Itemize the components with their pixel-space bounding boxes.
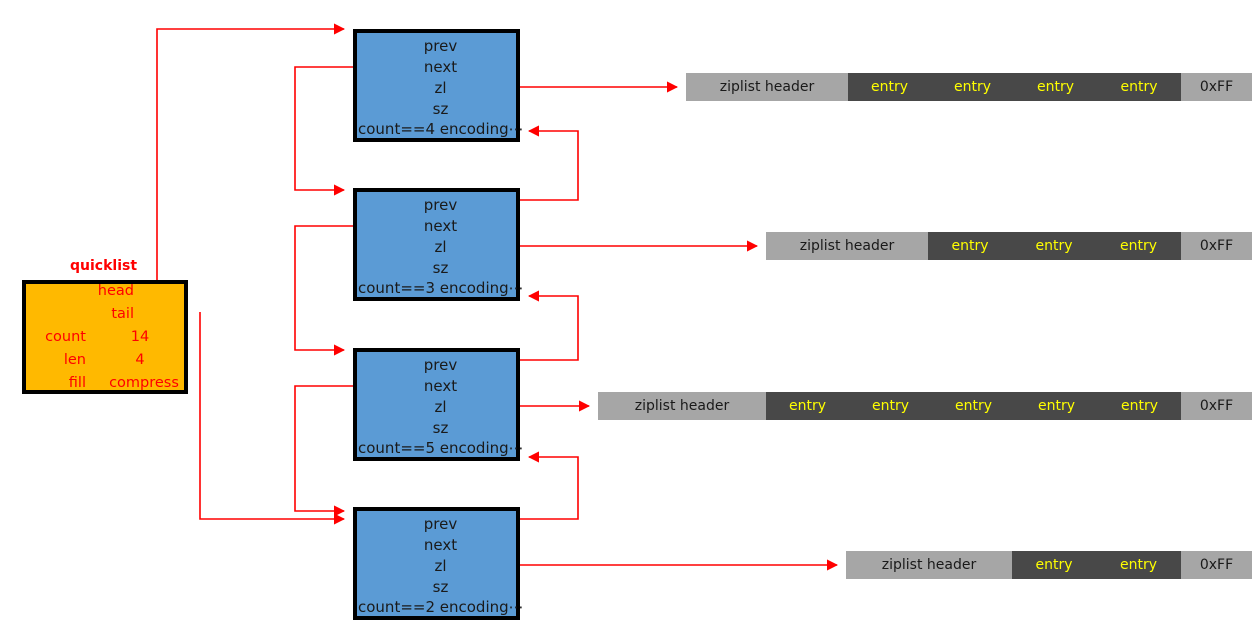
ziplist-1-entry-4: entry: [1097, 73, 1181, 101]
quicklist-field-fill-key: fill: [68, 375, 86, 391]
ziplist-2-entry-2: entry: [1012, 232, 1096, 260]
node-1-field-zl: zl: [434, 79, 447, 97]
ziplist-4-end-marker: 0xFF: [1181, 551, 1252, 579]
quicklist-field-compress-value: compress: [109, 375, 179, 391]
ziplist-4-header: ziplist header: [846, 551, 1012, 579]
ziplist-3-entry-1: entry: [766, 392, 849, 420]
node-4-field-zl: zl: [434, 557, 447, 575]
quicklist-field-len-key: len: [63, 352, 86, 368]
ziplist-4-entry-2: entry: [1096, 551, 1181, 579]
node-2-field-next: next: [423, 217, 458, 235]
ziplist-3-entry-4: entry: [1015, 392, 1098, 420]
quicklist-field-head: head: [97, 283, 134, 299]
ziplist-3: ziplist header entry entry entry entry e…: [598, 392, 1252, 420]
quicklist-field-count-key: count: [45, 329, 86, 345]
node-1-field-next: next: [423, 58, 458, 76]
wire-tail-to-node4: [199, 312, 346, 525]
ziplist-1-header: ziplist header: [686, 73, 848, 101]
quicklist-title: quicklist: [70, 258, 138, 274]
quicklist-struct-box: [22, 280, 188, 394]
quicklist-node-1: prev next zl sz count==4 encoding⋯: [353, 29, 524, 142]
node-4-footer-count-encoding: count==2 encoding⋯: [358, 598, 524, 616]
ziplist-2: ziplist header entry entry entry 0xFF: [766, 232, 1252, 260]
ziplist-3-end-marker: 0xFF: [1181, 392, 1252, 420]
ziplist-2-entry-1: entry: [928, 232, 1012, 260]
quicklist-node-2: prev next zl sz count==3 encoding⋯: [353, 188, 524, 301]
ziplist-1: ziplist header entry entry entry entry 0…: [686, 73, 1252, 101]
quicklist-field-count-value: 14: [130, 329, 150, 345]
ziplist-2-header: ziplist header: [766, 232, 928, 260]
quicklist-field-tail: tail: [111, 306, 134, 322]
node-3-field-prev: prev: [423, 356, 458, 374]
quicklist-node-4: prev next zl sz count==2 encoding⋯: [353, 507, 524, 620]
node-1-field-sz: sz: [432, 100, 449, 118]
node-4-field-next: next: [423, 536, 458, 554]
ziplist-3-header: ziplist header: [598, 392, 766, 420]
ziplist-1-entry-3: entry: [1014, 73, 1097, 101]
ziplist-4-entry-1: entry: [1012, 551, 1096, 579]
node-3-field-sz: sz: [432, 419, 449, 437]
node-2-field-prev: prev: [423, 196, 458, 214]
ziplist-1-entry-2: entry: [931, 73, 1014, 101]
node-3-field-next: next: [423, 377, 458, 395]
quicklist-node-3: prev next zl sz count==5 encoding⋯: [353, 348, 524, 461]
ziplist-1-entry-1: entry: [848, 73, 931, 101]
node-1-field-prev: prev: [423, 37, 458, 55]
node-1-footer-count-encoding: count==4 encoding⋯: [358, 120, 524, 138]
node-2-field-zl: zl: [434, 238, 447, 256]
ziplist-1-end-marker: 0xFF: [1181, 73, 1252, 101]
ziplist-2-end-marker: 0xFF: [1181, 232, 1252, 260]
ziplist-4: ziplist header entry entry 0xFF: [846, 551, 1252, 579]
node-4-field-sz: sz: [432, 578, 449, 596]
ziplist-3-entry-5: entry: [1098, 392, 1181, 420]
ziplist-3-entry-3: entry: [932, 392, 1015, 420]
node-3-field-zl: zl: [434, 398, 447, 416]
quicklist-field-len-value: 4: [135, 352, 145, 368]
node-2-footer-count-encoding: count==3 encoding⋯: [358, 279, 524, 297]
node-2-field-sz: sz: [432, 259, 449, 277]
ziplist-2-entry-3: entry: [1096, 232, 1181, 260]
ziplist-3-entry-2: entry: [849, 392, 932, 420]
wire-head-to-node1: [156, 23, 346, 292]
node-4-field-prev: prev: [423, 515, 458, 533]
node-3-footer-count-encoding: count==5 encoding⋯: [358, 439, 524, 457]
